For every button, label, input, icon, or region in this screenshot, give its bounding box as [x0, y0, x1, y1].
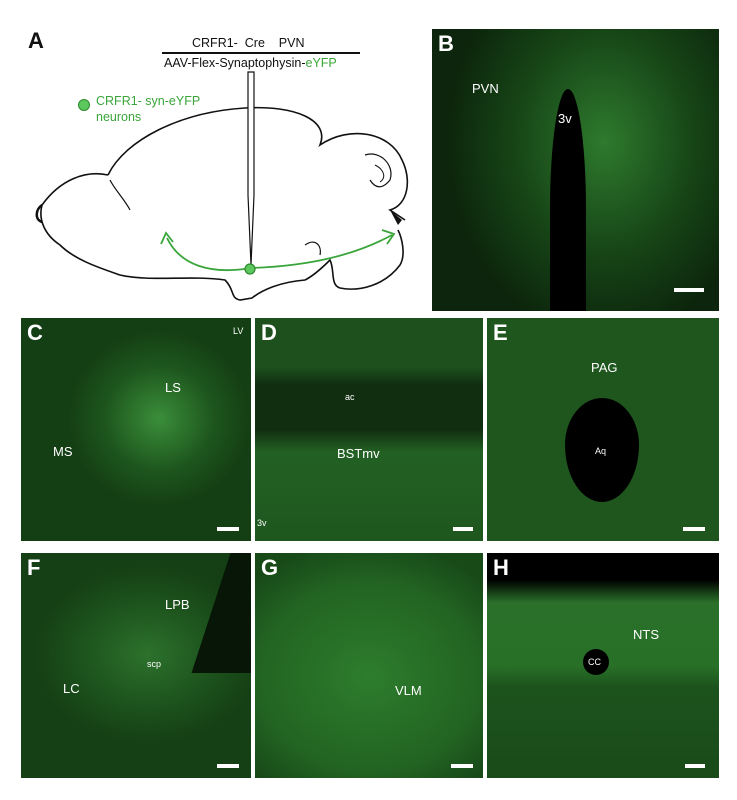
panel-b-micrograph: B PVN 3v: [432, 29, 719, 311]
virus-label-prefix: AAV-Flex-Synaptophysin-: [164, 56, 306, 70]
region-pag: PAG: [591, 360, 618, 375]
panel-g-micrograph: G VLM: [255, 553, 483, 778]
panel-f-micrograph: F LPB scp LC: [21, 553, 251, 778]
region-lpb: LPB: [165, 597, 190, 612]
region-bstmv: BSTmv: [337, 446, 380, 461]
label-divider: [162, 52, 360, 54]
panel-c-label: C: [27, 320, 43, 345]
panel-g-label: G: [261, 555, 279, 580]
region-vlm: VLM: [395, 683, 422, 698]
panel-e-micrograph: E PAG Aq: [487, 318, 719, 541]
third-ventricle-void: [550, 89, 586, 311]
region-cc: CC: [588, 657, 601, 667]
panel-d-micrograph: D ac BSTmv 3v: [255, 318, 483, 541]
panel-h-label: H: [493, 555, 509, 580]
legend-line-1: CRFR1- syn-eYFP: [96, 94, 201, 108]
central-canal-void: [583, 649, 609, 675]
scale-bar: [217, 527, 239, 531]
region-lc: LC: [63, 681, 80, 696]
virus-label-suffix: eYFP: [305, 56, 337, 70]
panel-d-label: D: [261, 320, 277, 345]
brain-schematic: [35, 71, 409, 301]
scale-bar: [453, 527, 473, 531]
region-3v: 3v: [558, 111, 572, 126]
region-lv: LV: [233, 326, 244, 336]
injection-target-label: CRFR1- Cre PVN: [192, 36, 305, 50]
dark-corner: [191, 553, 251, 673]
legend-line-2: neurons: [96, 110, 142, 124]
region-3v: 3v: [257, 518, 267, 528]
scale-bar: [217, 764, 239, 768]
panel-e-label: E: [493, 320, 508, 345]
region-scp: scp: [147, 659, 162, 669]
panel-a-label: A: [28, 28, 44, 53]
aqueduct-void: [565, 398, 639, 502]
region-ms: MS: [53, 444, 73, 459]
legend-dot: [78, 99, 90, 111]
region-pvn: PVN: [472, 81, 499, 96]
virus-label: AAV-Flex-Synaptophysin-eYFP: [164, 56, 337, 70]
region-aq: Aq: [595, 446, 607, 456]
panel-f-label: F: [27, 555, 41, 580]
scale-bar: [674, 288, 704, 292]
region-ls: LS: [165, 380, 181, 395]
panel-c-micrograph: C LV LS MS: [21, 318, 251, 541]
scale-bar: [451, 764, 473, 768]
panel-h-micrograph: H NTS CC: [487, 553, 719, 778]
region-nts: NTS: [633, 627, 659, 642]
panel-b-label: B: [438, 31, 454, 56]
scale-bar: [685, 764, 705, 768]
region-ac: ac: [345, 392, 355, 402]
scale-bar: [683, 527, 705, 531]
